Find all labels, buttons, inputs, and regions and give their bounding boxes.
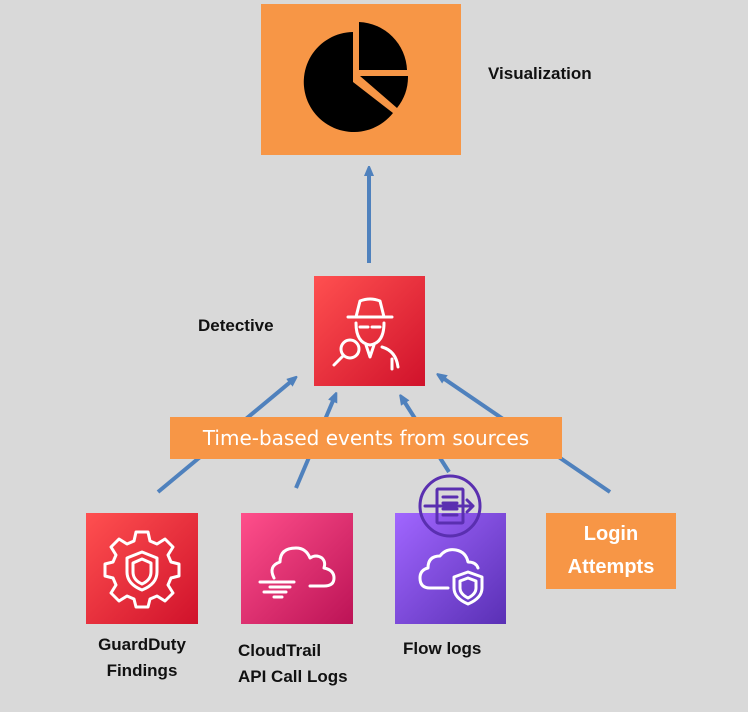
- cloudtrail-box: [241, 513, 353, 624]
- guardduty-label-line2: Findings: [106, 661, 178, 680]
- login-attempts-box: Login Attempts: [546, 513, 676, 589]
- cloudtrail-label: CloudTrail API Call Logs: [238, 638, 348, 690]
- guardduty-icon: [103, 530, 181, 608]
- flow-logs-overlay-icon: [418, 474, 482, 538]
- guardduty-label: GuardDuty Findings: [62, 632, 222, 684]
- visualization-box: [261, 4, 461, 155]
- cloudtrail-label-line2: API Call Logs: [238, 667, 348, 686]
- time-based-events-banner: Time-based events from sources: [170, 417, 562, 459]
- flow-logs-icon: [418, 547, 483, 605]
- login-attempts-line1: Login: [583, 523, 639, 545]
- cloudtrail-label-line1: CloudTrail: [238, 641, 322, 660]
- pie-chart-icon: [303, 21, 409, 132]
- cloudtrail-icon: [258, 546, 336, 598]
- login-attempts-line2: Attempts: [567, 556, 655, 578]
- detective-box: [314, 276, 425, 386]
- detective-icon: [332, 297, 399, 371]
- flow-logs-box: [395, 513, 506, 624]
- guardduty-label-line1: GuardDuty: [98, 635, 186, 654]
- visualization-label: Visualization: [488, 64, 592, 83]
- flow-logs-label: Flow logs: [403, 639, 482, 658]
- time-based-events-text: Time-based events from sources: [202, 426, 530, 450]
- guardduty-box: [86, 513, 198, 624]
- detective-label: Detective: [198, 316, 274, 335]
